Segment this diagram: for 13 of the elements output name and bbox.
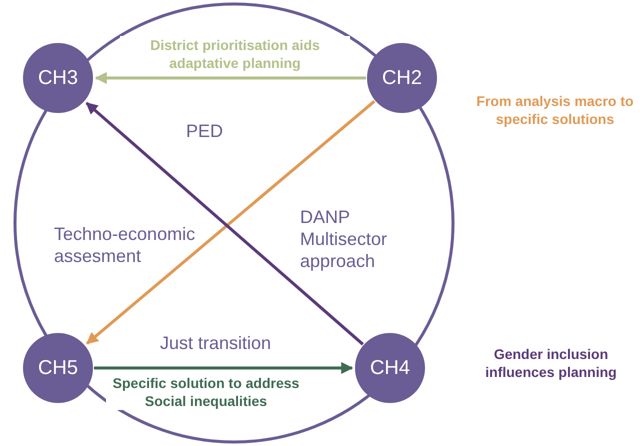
area-label: Techno-economic assesment [54, 223, 196, 267]
note-label: From analysis macro to specific solutions [475, 92, 635, 128]
arrow [94, 362, 354, 374]
area-label: PED [186, 120, 224, 142]
chapter-circle: CH3 [23, 43, 93, 113]
edge-label: District prioritisation aids adaptative planning [120, 36, 350, 72]
chapter-circle: CH5 [23, 333, 93, 403]
area-label: DANP Multisector approach [300, 206, 388, 272]
area-label: Just transition [160, 332, 272, 354]
arrow [94, 72, 366, 84]
note-label: Gender inclusion influences planning [484, 345, 618, 381]
chapter-circle: CH4 [355, 333, 425, 403]
chapter-circle: CH2 [367, 43, 437, 113]
